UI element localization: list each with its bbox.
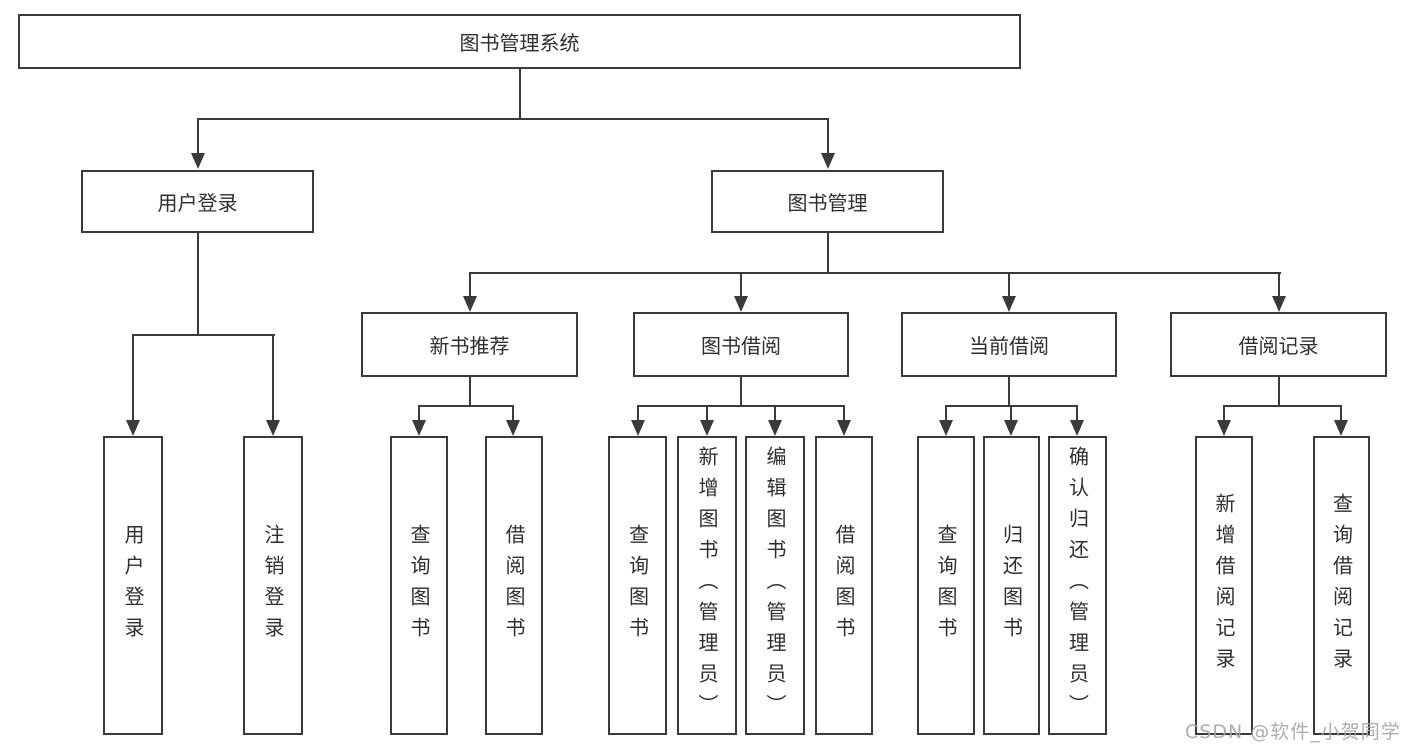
leaf-logout-label: 注销登录	[261, 523, 285, 648]
leaf-edit-books-admin: 编辑图书（管理员）	[745, 436, 805, 735]
leaf-return-books: 归还图书	[983, 436, 1040, 735]
connector-book-mgmt-rail	[468, 272, 1281, 274]
connector-records-stem	[1277, 377, 1280, 407]
arrowhead-icon	[1070, 420, 1084, 436]
node-user-login-label: 用户登录	[157, 191, 238, 215]
node-book-borrowing-label: 图书借阅	[701, 334, 781, 358]
arrowhead-icon	[412, 420, 426, 436]
arrowhead-icon	[266, 420, 280, 436]
connector-borrowing-rail	[636, 405, 845, 407]
connector-current-stem	[1008, 377, 1010, 407]
connector-to-borrowing	[740, 272, 742, 298]
node-new-book-recommend-label: 新书推荐	[429, 334, 510, 358]
leaf-logout: 注销登录	[243, 436, 303, 735]
arrowhead-icon	[126, 420, 140, 436]
connector-to-leaf	[132, 334, 134, 422]
connector-to-leaf	[945, 405, 947, 422]
connector-new-books-rail	[418, 405, 514, 407]
node-current-borrowing-label: 当前借阅	[969, 334, 1049, 358]
connector-to-leaf	[1076, 405, 1078, 422]
connector-to-leaf	[512, 405, 514, 422]
leaf-borrow-books-1: 借阅图书	[485, 436, 543, 735]
csdn-watermark: CSDN @软件_小贺同学	[1185, 721, 1401, 743]
arrowhead-icon	[820, 153, 835, 169]
connector-borrowing-stem	[740, 377, 742, 407]
leaf-query-books-2: 查询图书	[608, 436, 667, 735]
leaf-borrow-books-1-label: 借阅图书	[502, 523, 526, 648]
connector-user-login-stem	[196, 233, 199, 336]
leaf-add-borrow-record: 新增借阅记录	[1195, 436, 1253, 735]
node-book-borrowing: 图书借阅	[633, 312, 849, 377]
leaf-edit-books-admin-label: 编辑图书（管理员）	[763, 446, 787, 725]
arrowhead-icon	[462, 296, 477, 312]
node-borrowing-records: 借阅记录	[1170, 312, 1387, 377]
leaf-query-books-3: 查询图书	[917, 436, 975, 735]
leaf-query-borrow-record-label: 查询借阅记录	[1329, 492, 1354, 679]
leaf-query-books-1: 查询图书	[390, 436, 448, 735]
arrowhead-icon	[1004, 420, 1018, 436]
leaf-borrow-books-2: 借阅图书	[815, 436, 873, 735]
leaf-user-login: 用户登录	[103, 436, 163, 735]
arrowhead-icon	[1217, 420, 1231, 436]
node-root: 图书管理系统	[18, 14, 1021, 69]
arrowhead-icon	[939, 420, 953, 436]
connector-to-leaf	[272, 334, 274, 422]
connector-to-leaf	[418, 405, 420, 422]
arrowhead-icon	[1334, 420, 1348, 436]
connector-to-records	[1277, 272, 1280, 298]
connector-new-books-stem	[468, 377, 471, 407]
connector-records-rail	[1223, 405, 1342, 407]
connector-to-leaf	[1223, 405, 1225, 422]
connector-to-leaf	[1340, 405, 1342, 422]
leaf-query-borrow-record: 查询借阅记录	[1313, 436, 1370, 735]
node-borrowing-records-label: 借阅记录	[1238, 334, 1319, 358]
leaf-query-books-2-label: 查询图书	[625, 523, 650, 648]
node-root-label: 图书管理系统	[459, 31, 580, 55]
arrowhead-icon	[837, 420, 851, 436]
connector-book-mgmt-stem	[826, 233, 829, 274]
connector-to-leaf	[706, 405, 708, 422]
leaf-add-borrow-record-label: 新增借阅记录	[1212, 492, 1236, 679]
arrowhead-icon	[700, 420, 714, 436]
arrowhead-icon	[506, 420, 520, 436]
leaf-confirm-return-admin-label: 确认归还（管理员）	[1065, 446, 1090, 725]
leaf-add-books-admin-label: 新增图书（管理员）	[695, 446, 719, 725]
node-new-book-recommend: 新书推荐	[361, 312, 578, 377]
connector-to-leaf	[636, 405, 639, 422]
arrowhead-icon	[1002, 296, 1016, 312]
connector-to-leaf	[774, 405, 776, 422]
node-current-borrowing: 当前借阅	[901, 312, 1117, 377]
leaf-query-books-1-label: 查询图书	[407, 523, 431, 648]
leaf-borrow-books-2-label: 借阅图书	[832, 523, 856, 648]
arrowhead-icon	[734, 296, 748, 312]
leaf-add-books-admin: 新增图书（管理员）	[677, 436, 737, 735]
arrowhead-icon	[1271, 296, 1286, 312]
connector-root-rail	[196, 118, 829, 120]
arrowhead-icon	[190, 153, 205, 169]
leaf-confirm-return-admin: 确认归还（管理员）	[1048, 436, 1107, 735]
leaf-user-login-label: 用户登录	[121, 523, 145, 648]
leaf-return-books-label: 归还图书	[999, 523, 1024, 648]
connector-to-book-mgmt	[826, 118, 829, 154]
arrowhead-icon	[630, 420, 645, 436]
connector-to-user-login	[196, 118, 199, 154]
connector-to-leaf	[843, 405, 845, 422]
connector-to-leaf	[1010, 405, 1012, 422]
node-book-management: 图书管理	[711, 170, 944, 233]
connector-to-current	[1008, 272, 1010, 298]
leaf-query-books-3-label: 查询图书	[934, 523, 958, 648]
node-user-login: 用户登录	[81, 170, 314, 233]
connector-to-new-books	[468, 272, 471, 298]
connector-root-stem	[518, 69, 521, 120]
arrowhead-icon	[768, 420, 782, 436]
connector-user-login-rail	[132, 334, 275, 336]
node-book-management-label: 图书管理	[787, 191, 868, 215]
